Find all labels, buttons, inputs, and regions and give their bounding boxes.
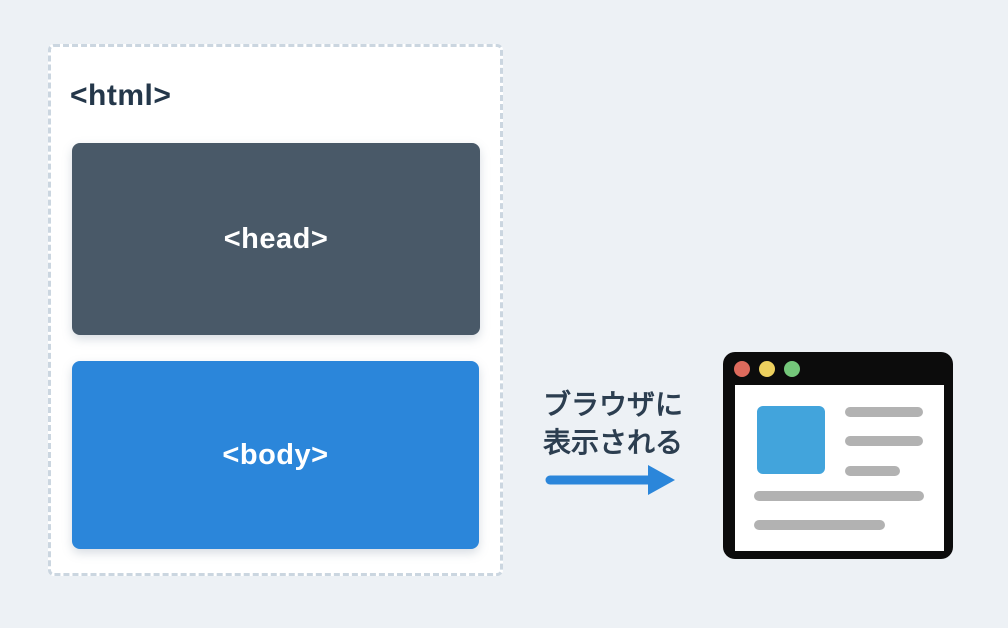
text-placeholder-bar <box>754 491 924 501</box>
head-element-box: <head> <box>72 143 480 335</box>
text-placeholder-bar <box>845 407 923 417</box>
image-placeholder <box>757 406 825 474</box>
browser-titlebar <box>723 352 953 385</box>
fullscreen-button-icon <box>784 360 800 377</box>
close-button-icon <box>734 360 750 377</box>
head-tag-label: <head> <box>223 222 329 255</box>
text-placeholder-bar <box>754 520 885 530</box>
arrow-caption: ブラウザに 表示される <box>520 386 706 462</box>
text-placeholder-bar <box>845 466 900 476</box>
arrow-caption-line1: ブラウザに <box>542 389 683 420</box>
minimize-button-icon <box>759 360 775 377</box>
body-element-box: <body> <box>72 361 479 549</box>
html-tag-label: <html> <box>70 79 172 112</box>
body-tag-label: <body> <box>222 438 329 471</box>
text-placeholder-bar <box>845 436 923 446</box>
browser-content-area <box>735 385 944 551</box>
arrow-right-icon <box>544 461 678 499</box>
browser-window <box>723 352 953 559</box>
arrow-caption-line2: 表示される <box>542 427 683 458</box>
